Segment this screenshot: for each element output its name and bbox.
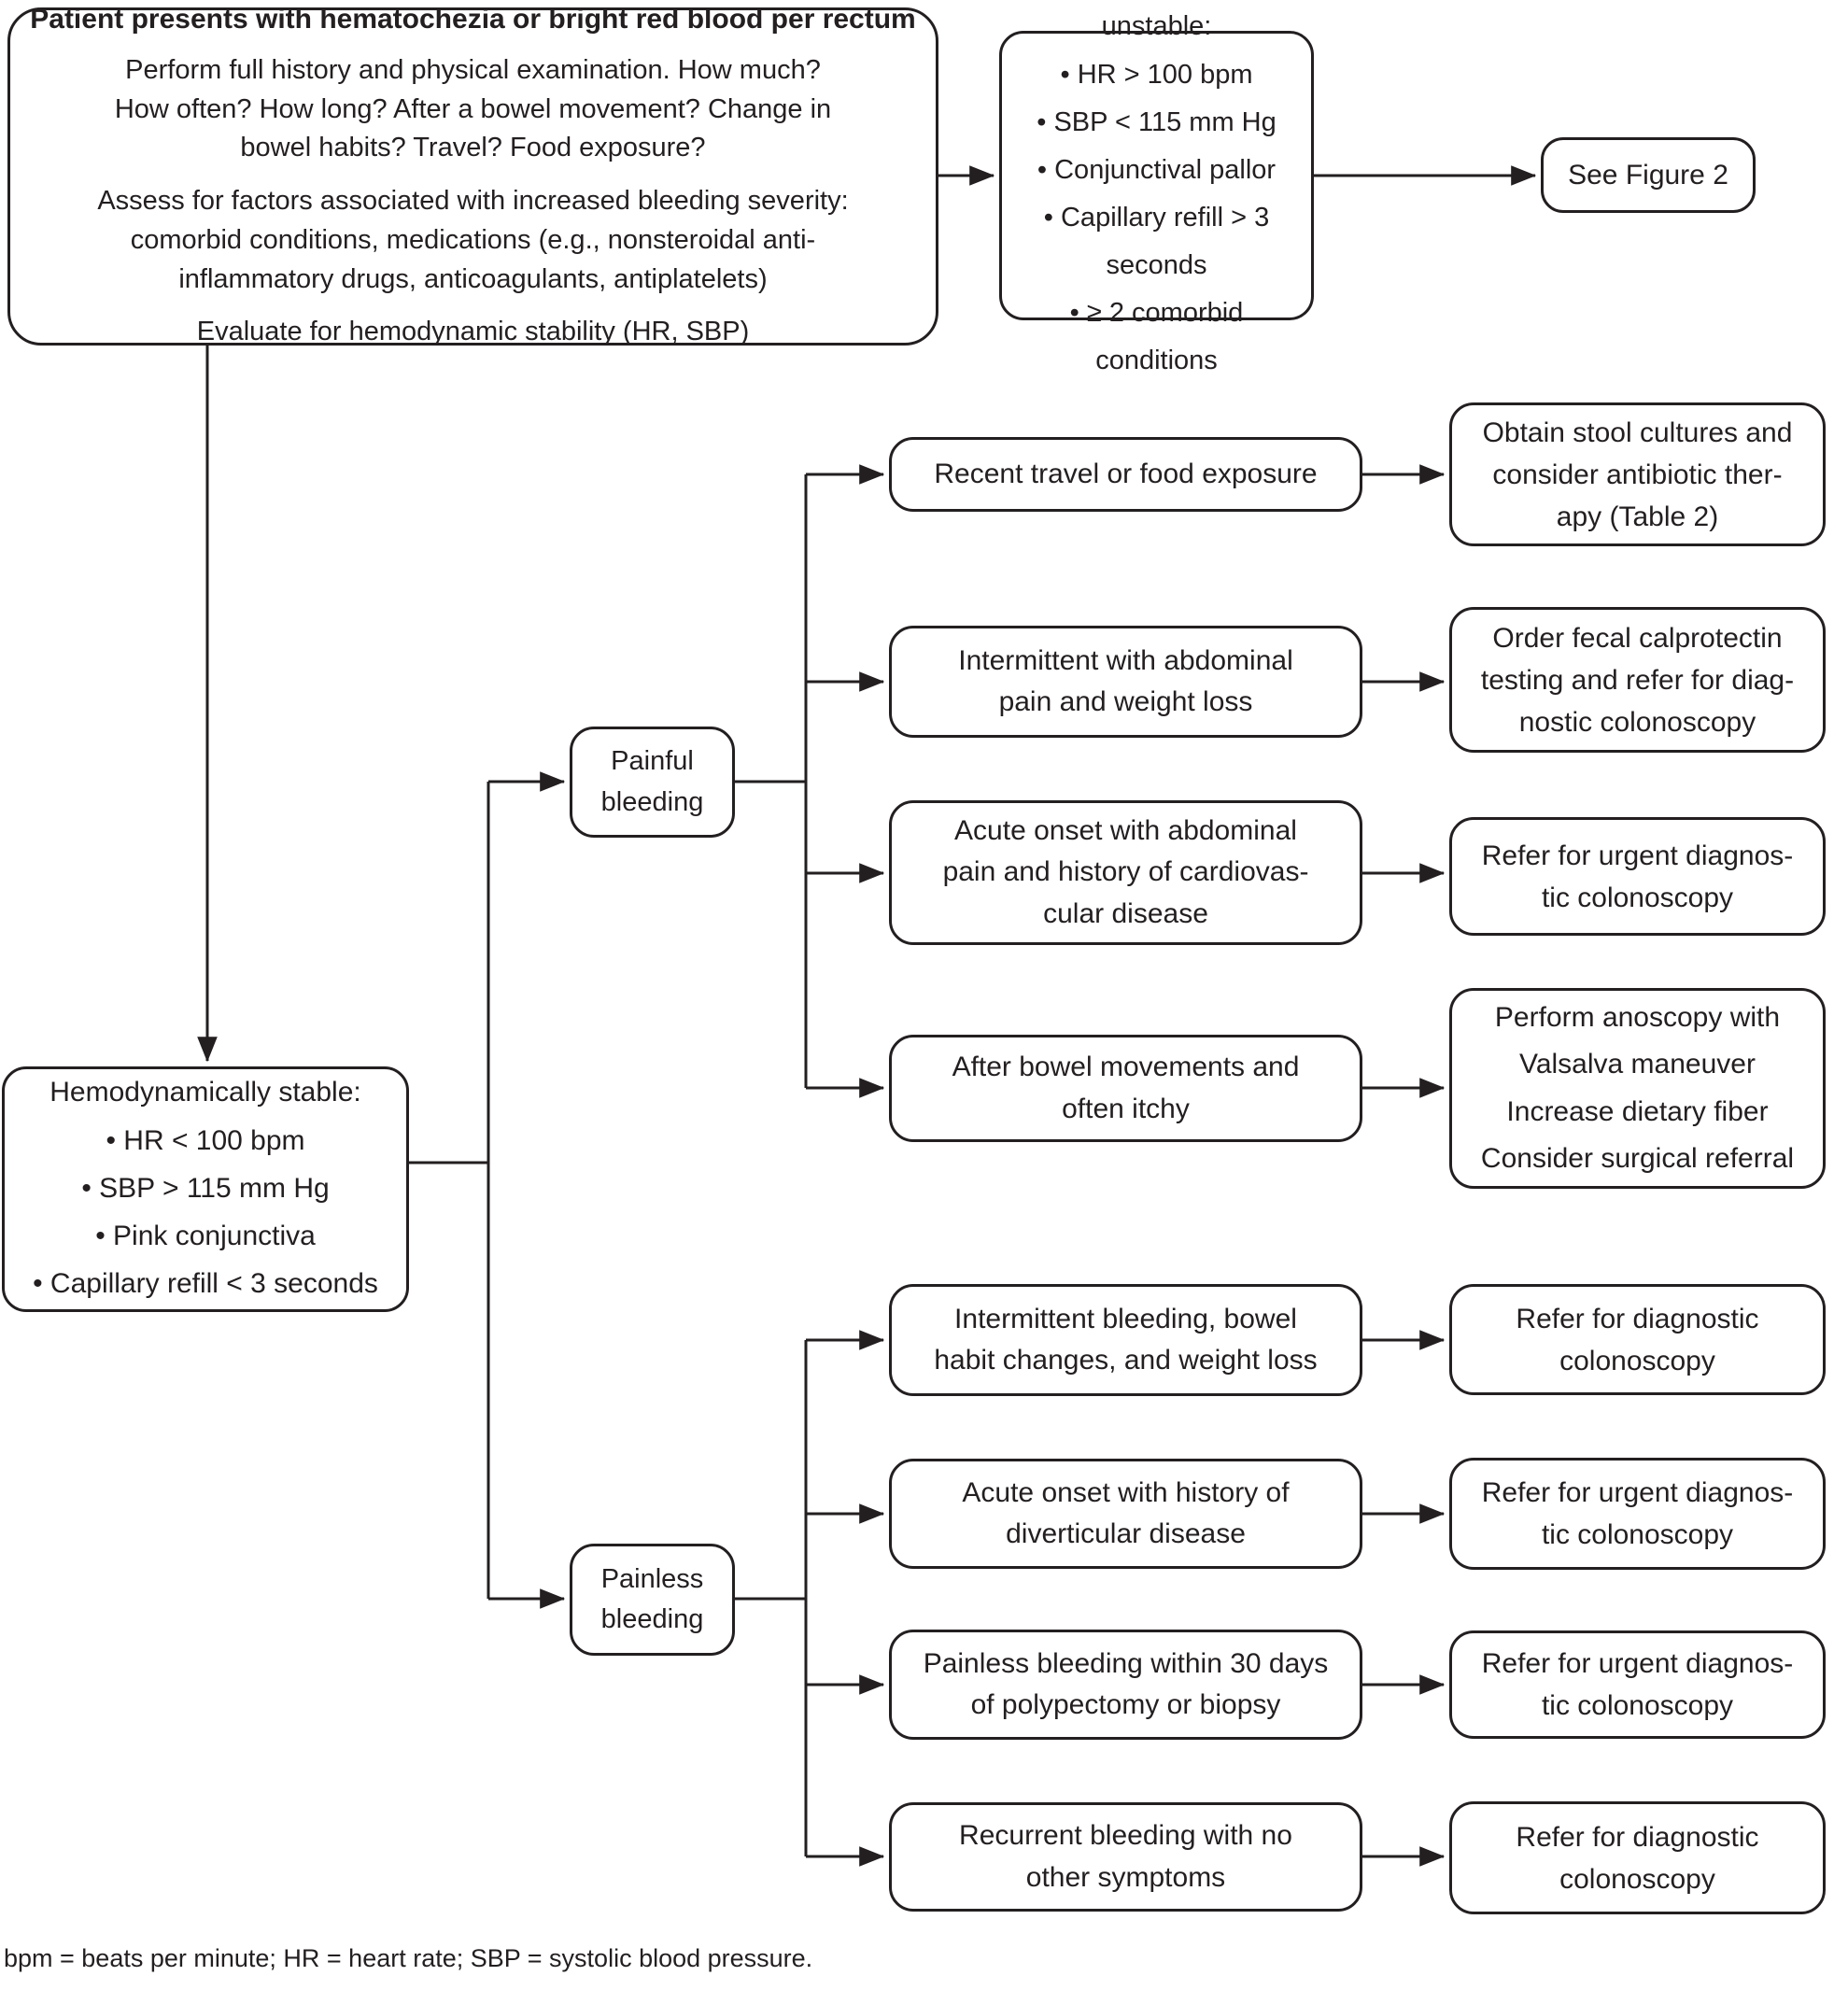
symptom-acute-onset-diverticular: Acute onset with history of diverticular…: [889, 1459, 1362, 1569]
symptom-intermittent-abdominal-pain-label: Intermittent with abdominal pain and wei…: [958, 644, 1293, 717]
outcome-urgent-colonoscopy-cardiovascular-label: Refer for urgent diagnos- tic colonoscop…: [1481, 840, 1794, 913]
stable-node-title: Hemodynamically stable:: [49, 1077, 361, 1108]
outcome-anoscopy-valsalva-label: Perform anoscopy with Valsalva maneuver …: [1480, 1001, 1795, 1174]
outcome-stool-cultures: Obtain stool cultures and consider antib…: [1449, 402, 1826, 546]
unstable-node-title: Hemodynamically unstable:: [1050, 0, 1263, 42]
start-node-evaluate-text: Evaluate for hemodynamic stability (HR, …: [196, 317, 750, 347]
symptom-after-bowel-movements-label: After bowel movements and often itchy: [952, 1051, 1300, 1124]
outcome-anoscopy-valsalva: Perform anoscopy with Valsalva maneuver …: [1449, 988, 1826, 1189]
outcome-urgent-colonoscopy-polypectomy-label: Refer for urgent diagnos- tic colonoscop…: [1481, 1648, 1794, 1721]
painful-bleeding-node: Painful bleeding: [570, 727, 735, 838]
stable-node-criteria: • HR < 100 bpm • SBP > 115 mm Hg • Pink …: [33, 1125, 378, 1299]
stable-node: Hemodynamically stable: • HR < 100 bpm •…: [2, 1066, 409, 1312]
symptom-acute-onset-diverticular-label: Acute onset with history of diverticular…: [962, 1476, 1290, 1549]
outcome-fecal-calprotectin: Order fecal calprotectin testing and ref…: [1449, 607, 1826, 753]
symptom-intermittent-bleeding-weight-loss-label: Intermittent bleeding, bowel habit chang…: [934, 1303, 1318, 1376]
painless-bleeding-label: Painless bleeding: [600, 1563, 704, 1635]
outcome-urgent-colonoscopy-diverticular-label: Refer for urgent diagnos- tic colonoscop…: [1481, 1477, 1794, 1550]
painless-bleeding-node: Painless bleeding: [570, 1544, 735, 1656]
outcome-diagnostic-colonoscopy-intermittent-label: Refer for diagnostic colonoscopy: [1516, 1303, 1759, 1376]
abbreviation-footnote: bpm = beats per minute; HR = heart rate;…: [4, 1944, 813, 1972]
start-node-history-text: Perform full history and physical examin…: [114, 54, 832, 163]
outcome-diagnostic-colonoscopy-recurrent: Refer for diagnostic colonoscopy: [1449, 1801, 1826, 1914]
outcome-fecal-calprotectin-label: Order fecal calprotectin testing and ref…: [1480, 622, 1795, 738]
symptom-acute-onset-cardiovascular: Acute onset with abdominal pain and hist…: [889, 800, 1362, 945]
outcome-stool-cultures-label: Obtain stool cultures and consider antib…: [1482, 416, 1793, 532]
outcome-urgent-colonoscopy-cardiovascular: Refer for urgent diagnos- tic colonoscop…: [1449, 817, 1826, 936]
symptom-post-polypectomy-bleeding-label: Painless bleeding within 30 days of poly…: [923, 1647, 1329, 1720]
outcome-urgent-colonoscopy-polypectomy: Refer for urgent diagnos- tic colonoscop…: [1449, 1630, 1826, 1739]
symptom-post-polypectomy-bleeding: Painless bleeding within 30 days of poly…: [889, 1630, 1362, 1740]
outcome-diagnostic-colonoscopy-recurrent-label: Refer for diagnostic colonoscopy: [1516, 1821, 1759, 1895]
symptom-intermittent-abdominal-pain: Intermittent with abdominal pain and wei…: [889, 626, 1362, 738]
symptom-after-bowel-movements: After bowel movements and often itchy: [889, 1035, 1362, 1142]
outcome-diagnostic-colonoscopy-intermittent: Refer for diagnostic colonoscopy: [1449, 1284, 1826, 1395]
symptom-recent-travel-label: Recent travel or food exposure: [934, 458, 1318, 489]
start-node: Patient presents with hematochezia or br…: [7, 4, 938, 346]
symptom-acute-onset-cardiovascular-label: Acute onset with abdominal pain and hist…: [942, 814, 1309, 929]
symptom-intermittent-bleeding-weight-loss: Intermittent bleeding, bowel habit chang…: [889, 1284, 1362, 1396]
see-figure-2-label: See Figure 2: [1568, 160, 1728, 191]
start-node-title: Patient presents with hematochezia or br…: [30, 3, 916, 35]
symptom-recent-travel: Recent travel or food exposure: [889, 437, 1362, 512]
start-node-assess-text: Assess for factors associated with incre…: [97, 186, 849, 294]
unstable-node: Hemodynamically unstable: • HR > 100 bpm…: [999, 0, 1314, 375]
outcome-urgent-colonoscopy-diverticular: Refer for urgent diagnos- tic colonoscop…: [1449, 1458, 1826, 1570]
symptom-recurrent-bleeding: Recurrent bleeding with no other symptom…: [889, 1802, 1362, 1912]
unstable-node-criteria: • HR > 100 bpm • SBP < 115 mm Hg • Conju…: [1037, 59, 1277, 376]
symptom-recurrent-bleeding-label: Recurrent bleeding with no other symptom…: [959, 1820, 1292, 1893]
see-figure-2-node: See Figure 2: [1541, 137, 1756, 213]
painful-bleeding-label: Painful bleeding: [600, 746, 704, 817]
